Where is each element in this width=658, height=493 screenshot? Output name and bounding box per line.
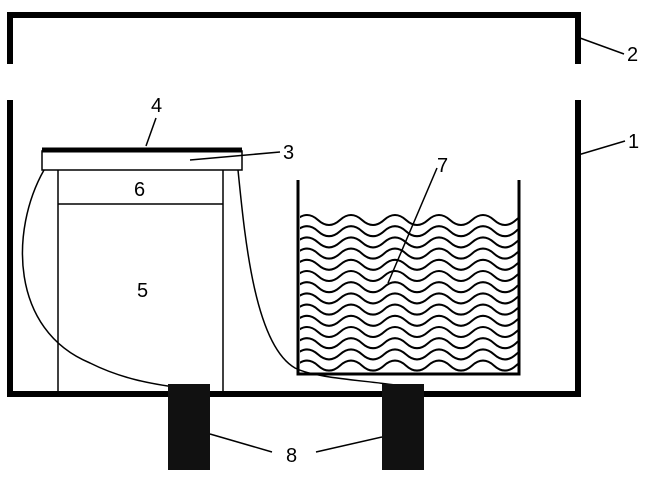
label-2: 2 [627, 44, 638, 66]
leader-3 [189, 151, 281, 161]
wave-line [300, 270, 518, 282]
support-right [382, 384, 424, 470]
wave-line [300, 348, 518, 361]
label-1: 1 [628, 131, 639, 153]
wave-line [300, 258, 518, 271]
wave-line [300, 214, 518, 226]
label-5: 5 [137, 280, 148, 302]
support-left [168, 384, 210, 470]
block [57, 170, 224, 392]
lid [7, 12, 581, 64]
wave-line [300, 247, 518, 260]
leader-7 [387, 167, 438, 284]
wave-line [300, 359, 518, 372]
outer-box [7, 100, 581, 397]
liquid-container [296, 180, 521, 376]
liquid [300, 214, 518, 372]
label-7: 7 [437, 155, 448, 177]
wire-right [237, 169, 396, 386]
leader-8a [209, 433, 273, 453]
label-8: 8 [286, 445, 297, 467]
wire-left [21, 169, 183, 389]
label-6: 6 [134, 179, 145, 201]
wave-line [300, 236, 518, 249]
plate [41, 150, 243, 171]
wave-line [300, 225, 518, 238]
wave-line [300, 326, 518, 338]
label-4: 4 [151, 95, 162, 117]
wave-line [300, 314, 518, 327]
wave-line [300, 292, 518, 305]
leader-4 [145, 117, 157, 147]
leader-8b [315, 436, 383, 453]
wave-line [300, 303, 518, 316]
label-3: 3 [283, 142, 294, 164]
leader-1 [577, 140, 626, 156]
wave-line [300, 281, 518, 294]
leader-2 [579, 37, 625, 55]
wave-line [300, 337, 518, 350]
